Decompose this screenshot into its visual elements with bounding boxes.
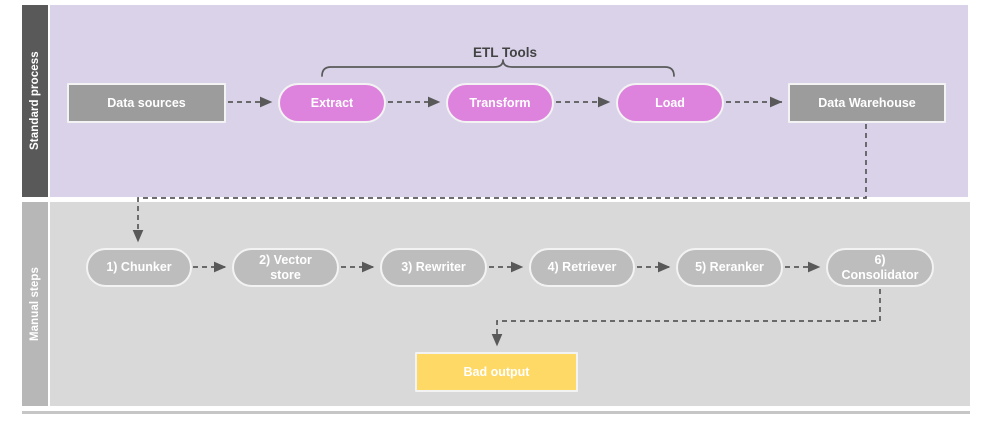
node-bad-output[interactable]: Bad output (415, 352, 578, 392)
node-vector-store-line1: 2) Vector (259, 253, 312, 268)
node-data-warehouse[interactable]: Data Warehouse (788, 83, 946, 123)
node-vector-store[interactable]: 2) Vector store (232, 248, 339, 287)
node-rewriter[interactable]: 3) Rewriter (380, 248, 487, 287)
etl-tools-label: ETL Tools (473, 45, 537, 60)
node-consolidator-line1: 6) (874, 253, 886, 268)
node-vector-store-line2: store (270, 267, 301, 282)
lane-manual-steps-label: Manual steps (22, 202, 48, 406)
node-data-sources[interactable]: Data sources (67, 83, 226, 123)
node-consolidator-line2: Consolidator (841, 267, 919, 282)
node-chunker[interactable]: 1) Chunker (86, 248, 192, 287)
node-extract[interactable]: Extract (278, 83, 386, 123)
lane-standard-process-label: Standard process (22, 5, 48, 197)
node-retriever[interactable]: 4) Retriever (529, 248, 635, 287)
node-load[interactable]: Load (616, 83, 724, 123)
node-reranker[interactable]: 5) Reranker (676, 248, 783, 287)
bottom-divider (22, 411, 970, 414)
node-transform[interactable]: Transform (446, 83, 554, 123)
node-consolidator[interactable]: 6) Consolidator (826, 248, 934, 287)
